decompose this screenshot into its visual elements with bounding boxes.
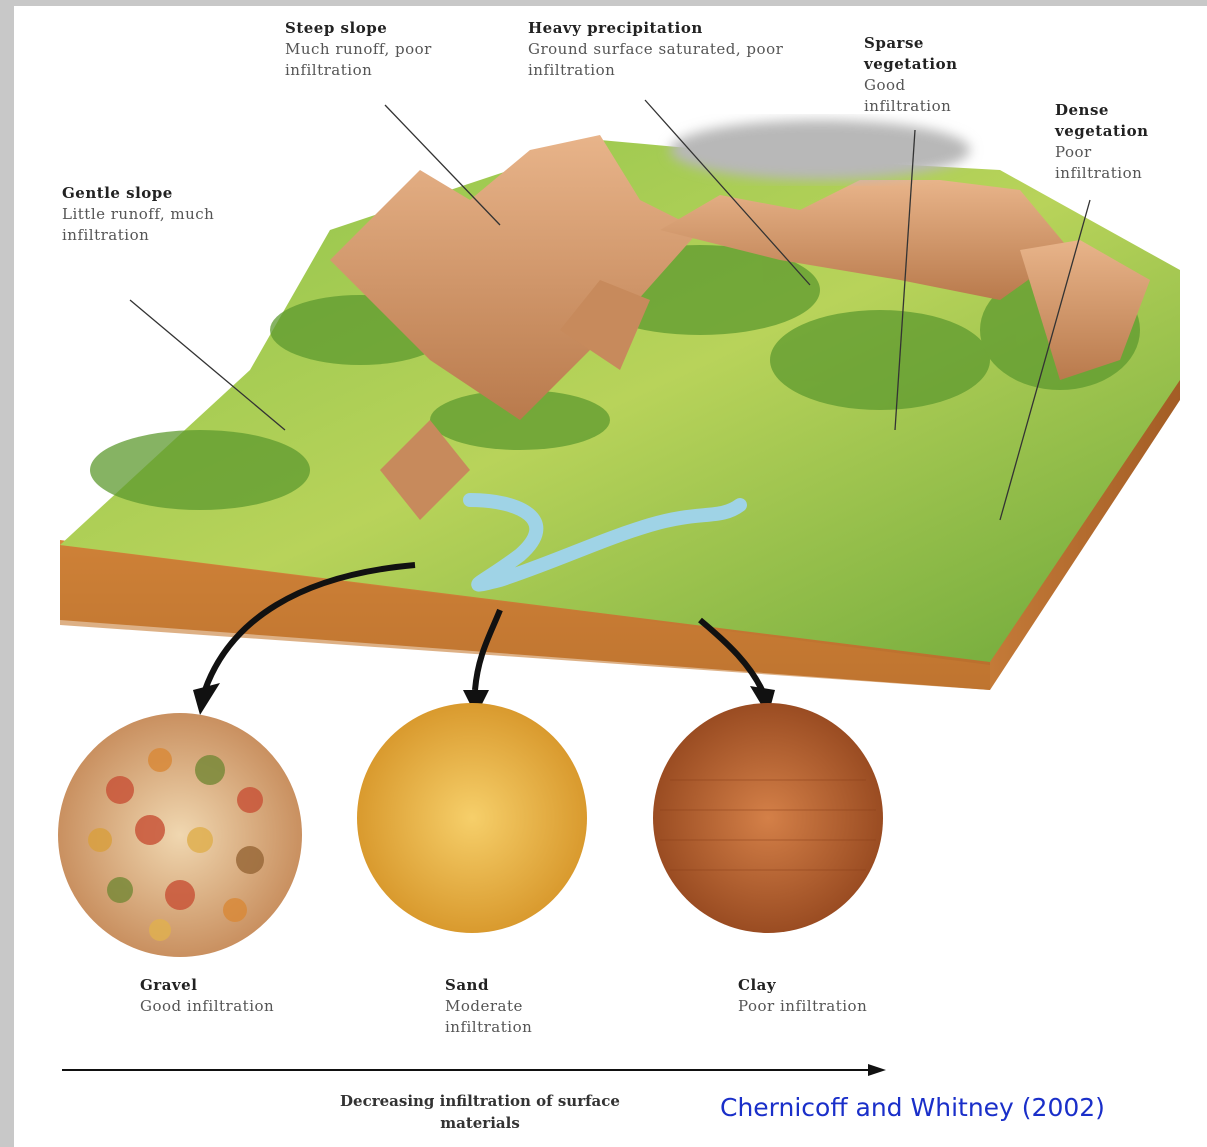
- label-heavy-precipitation: Heavy precipitation Ground surface satur…: [528, 18, 838, 81]
- sample-gravel-title: Gravel: [140, 975, 340, 996]
- gravel-sample: [58, 713, 302, 957]
- sample-sand-desc: Moderate infiltration: [445, 997, 532, 1036]
- infiltration-axis-caption: Decreasing infiltration of surface mater…: [330, 1090, 630, 1134]
- label-dense-vegetation: Dense vegetation Poor infiltration: [1055, 100, 1180, 184]
- sample-clay-desc: Poor infiltration: [738, 997, 867, 1015]
- label-gentle-slope: Gentle slope Little runoff, much infiltr…: [62, 183, 222, 246]
- storm-cloud: [670, 120, 970, 180]
- source-credit: Chernicoff and Whitney (2002): [720, 1093, 1105, 1122]
- sample-sand-title: Sand: [445, 975, 575, 996]
- label-heavy-precipitation-title: Heavy precipitation: [528, 18, 838, 39]
- label-steep-slope-desc: Much runoff, poor infiltration: [285, 40, 432, 79]
- clay-sample: [653, 703, 883, 933]
- sample-label-sand: Sand Moderate infiltration: [445, 975, 575, 1038]
- infiltration-axis-arrowhead: [868, 1064, 886, 1076]
- label-sparse-vegetation-desc: Good infiltration: [864, 76, 951, 115]
- sample-label-clay: Clay Poor infiltration: [738, 975, 868, 1017]
- label-steep-slope-title: Steep slope: [285, 18, 485, 39]
- sand-sample: [357, 703, 587, 933]
- sample-gravel-desc: Good infiltration: [140, 997, 274, 1015]
- label-sparse-vegetation: Sparse vegetation Good infiltration: [864, 33, 994, 117]
- label-steep-slope: Steep slope Much runoff, poor infiltrati…: [285, 18, 485, 81]
- sample-clay-title: Clay: [738, 975, 868, 996]
- label-gentle-slope-desc: Little runoff, much infiltration: [62, 205, 214, 244]
- label-gentle-slope-title: Gentle slope: [62, 183, 222, 204]
- label-dense-vegetation-title: Dense vegetation: [1055, 100, 1180, 142]
- label-sparse-vegetation-title: Sparse vegetation: [864, 33, 994, 75]
- label-heavy-precipitation-desc: Ground surface saturated, poor infiltrat…: [528, 40, 783, 79]
- sample-label-gravel: Gravel Good infiltration: [140, 975, 340, 1017]
- label-dense-vegetation-desc: Poor infiltration: [1055, 143, 1142, 182]
